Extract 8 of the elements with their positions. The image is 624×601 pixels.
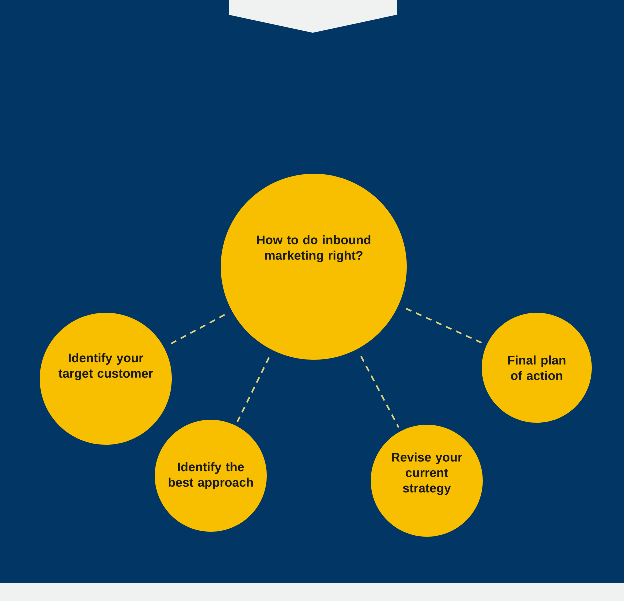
dashed-connector — [236, 357, 270, 422]
dashed-connector — [406, 308, 484, 344]
dashed-connector — [360, 356, 400, 428]
circle-node: How to do inbound marketing right? — [221, 174, 407, 360]
circle-node: Final plan of action — [482, 313, 592, 423]
circle-node: Revise your current strategy — [371, 425, 483, 537]
circle-node: Identify your target customer — [40, 313, 172, 445]
circle-node: Identify the best approach — [155, 420, 267, 532]
